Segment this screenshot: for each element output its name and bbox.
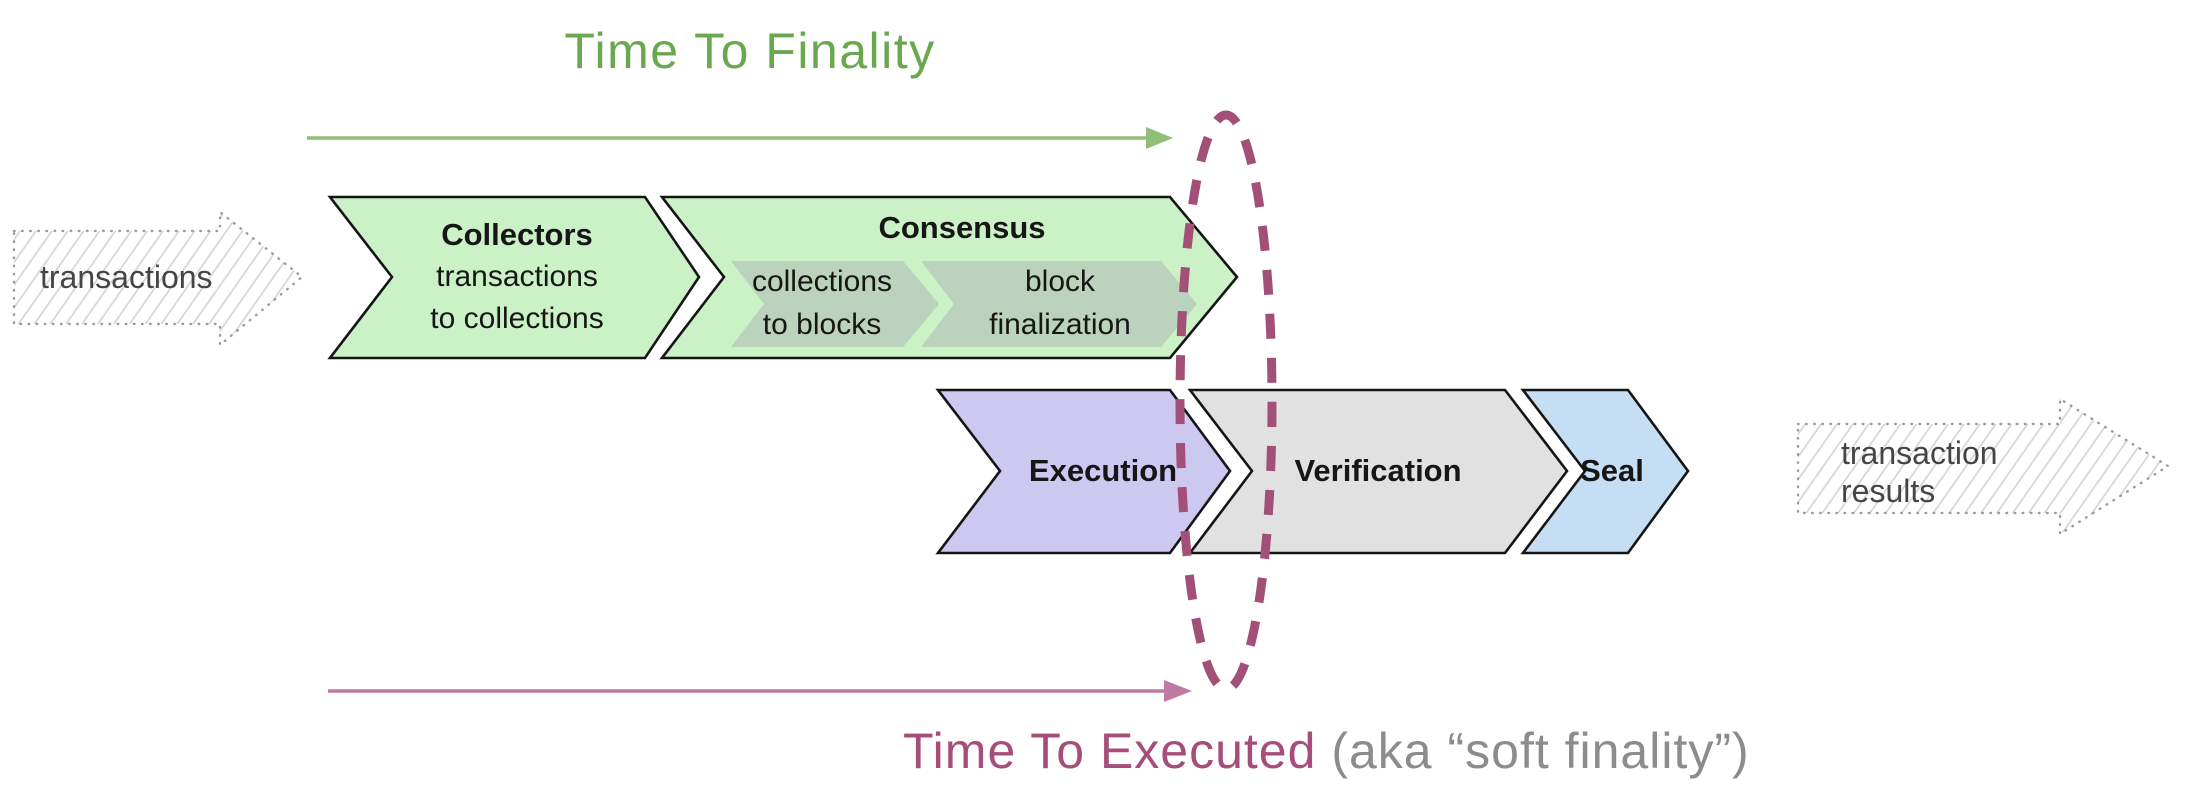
soft-finality-note: (aka “soft finality”) [1331,723,1750,779]
collections-to-blocks-label: collections to blocks [752,260,892,346]
collectors-line1: transactions [436,260,598,293]
block-finalization-line2: finalization [989,308,1131,341]
transactions-input-label: transactions [40,259,213,295]
time-to-executed-title: Time To Executed (aka “soft finality”) [903,722,1750,780]
transaction-results-line1: transaction [1841,435,1998,471]
verification-label: Verification [1294,453,1462,488]
execution-label: Execution [1028,453,1178,488]
collectors-label: Collectors transactions to collections [430,214,603,340]
collections-to-blocks-line2: to blocks [762,308,882,341]
collections-to-blocks-subchevron [731,261,939,347]
block-finalization-label: block finalization [989,260,1131,346]
time-to-finality-arrow [307,127,1173,149]
transaction-results-output-arrow [1796,397,2170,536]
collectors-title: Collectors [441,217,593,252]
seal-label: Seal [1580,453,1644,488]
executed-boundary-ellipse [1175,110,1277,694]
transaction-results-line2: results [1841,473,1936,509]
transactions-input-arrow [12,210,304,347]
seal-chevron [1520,388,1690,555]
block-finalization-line1: block [1024,265,1096,298]
consensus-title: Consensus [878,210,1046,245]
execution-chevron [935,388,1232,555]
verification-chevron [1187,388,1569,555]
time-to-executed-arrow [328,680,1192,702]
collectors-line2: to collections [430,302,604,335]
time-to-finality-title: Time To Finality [564,23,936,79]
collections-to-blocks-line1: collections [751,265,893,298]
block-finalization-subchevron [921,261,1197,347]
collectors-chevron [327,195,701,360]
time-to-executed-text: Time To Executed [903,723,1317,779]
transaction-results-label: transaction results [1841,434,1998,510]
